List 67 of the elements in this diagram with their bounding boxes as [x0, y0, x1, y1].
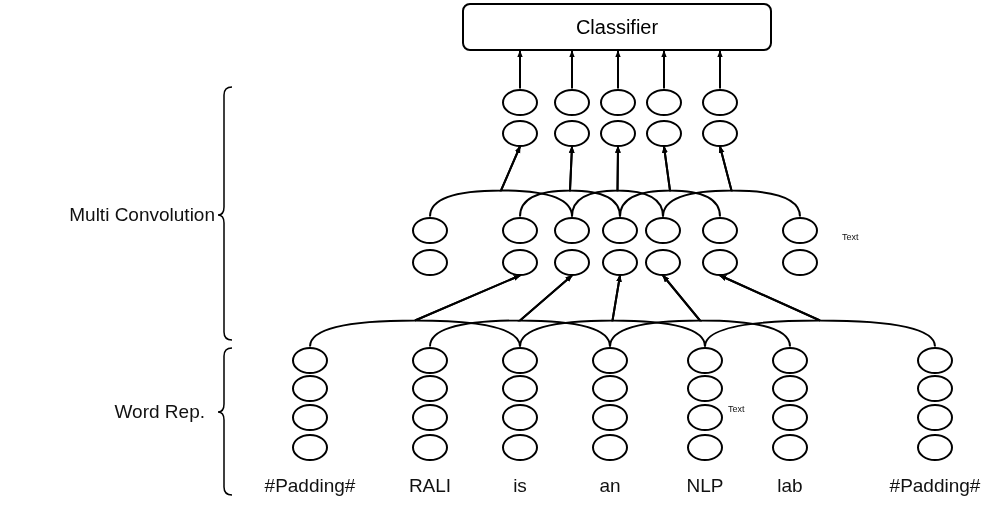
- box-label: Classifier: [575, 15, 659, 39]
- neuron-circle: [772, 374, 808, 402]
- neuron-circle: [502, 88, 538, 116]
- neuron-circle: [645, 216, 681, 244]
- neuron-circle: [554, 248, 590, 276]
- neuron-circle: [412, 248, 448, 276]
- neuron-circle: [917, 403, 953, 431]
- placeholder-text: Text: [728, 403, 745, 414]
- arrow: [517, 50, 523, 90]
- neuron-circle: [645, 248, 681, 276]
- neuron-circle: [917, 374, 953, 402]
- neuron-circle: [702, 119, 738, 147]
- neuron-circle: [592, 403, 628, 431]
- neuron-circle: [502, 346, 538, 374]
- neuron-circle: [646, 88, 682, 116]
- neuron-circle: [782, 248, 818, 276]
- word-label: an: [599, 474, 621, 497]
- neuron-circle: [772, 403, 808, 431]
- neuron-circle: [412, 346, 448, 374]
- neuron-circle: [602, 248, 638, 276]
- neuron-circle: [502, 216, 538, 244]
- neuron-circle: [502, 403, 538, 431]
- neuron-circle: [554, 119, 590, 147]
- arrow: [569, 50, 575, 90]
- neuron-circle: [917, 346, 953, 374]
- neuron-circle: [702, 248, 738, 276]
- neuron-circle: [292, 403, 328, 431]
- neuron-circle: [646, 119, 682, 147]
- classifier-box: [462, 3, 772, 51]
- neuron-circle: [502, 248, 538, 276]
- arrow: [718, 145, 801, 218]
- neuron-circle: [687, 374, 723, 402]
- side-label: Word Rep.: [114, 400, 205, 423]
- neuron-circle: [412, 216, 448, 244]
- neuron-circle: [412, 374, 448, 402]
- placeholder-text: Text: [842, 231, 859, 242]
- neuron-circle: [687, 346, 723, 374]
- neuron-circle: [602, 216, 638, 244]
- arrow: [662, 145, 721, 218]
- word-label: RALI: [408, 474, 452, 497]
- arrow: [662, 274, 791, 348]
- arrow: [719, 274, 936, 348]
- neuron-circle: [600, 119, 636, 147]
- neuron-circle: [502, 374, 538, 402]
- neuron-circle: [292, 346, 328, 374]
- neuron-circle: [592, 346, 628, 374]
- neuron-circle: [772, 346, 808, 374]
- word-label: NLP: [686, 474, 724, 497]
- neuron-circle: [554, 216, 590, 244]
- neuron-circle: [687, 403, 723, 431]
- word-label: #Padding#: [889, 474, 981, 497]
- arrow: [717, 50, 723, 90]
- neuron-circle: [292, 374, 328, 402]
- side-label: Multi Convolution: [69, 203, 215, 226]
- arrow: [615, 50, 621, 90]
- neuron-circle: [592, 374, 628, 402]
- word-label: is: [513, 474, 527, 497]
- neuron-circle: [502, 119, 538, 147]
- neuron-circle: [412, 403, 448, 431]
- word-label: lab: [777, 474, 803, 497]
- neuron-circle: [554, 88, 590, 116]
- neuron-circle: [782, 216, 818, 244]
- neuron-circle: [702, 88, 738, 116]
- neuron-circle: [600, 88, 636, 116]
- neuron-circle: [702, 216, 738, 244]
- word-label: #Padding#: [264, 474, 356, 497]
- arrow: [661, 50, 667, 90]
